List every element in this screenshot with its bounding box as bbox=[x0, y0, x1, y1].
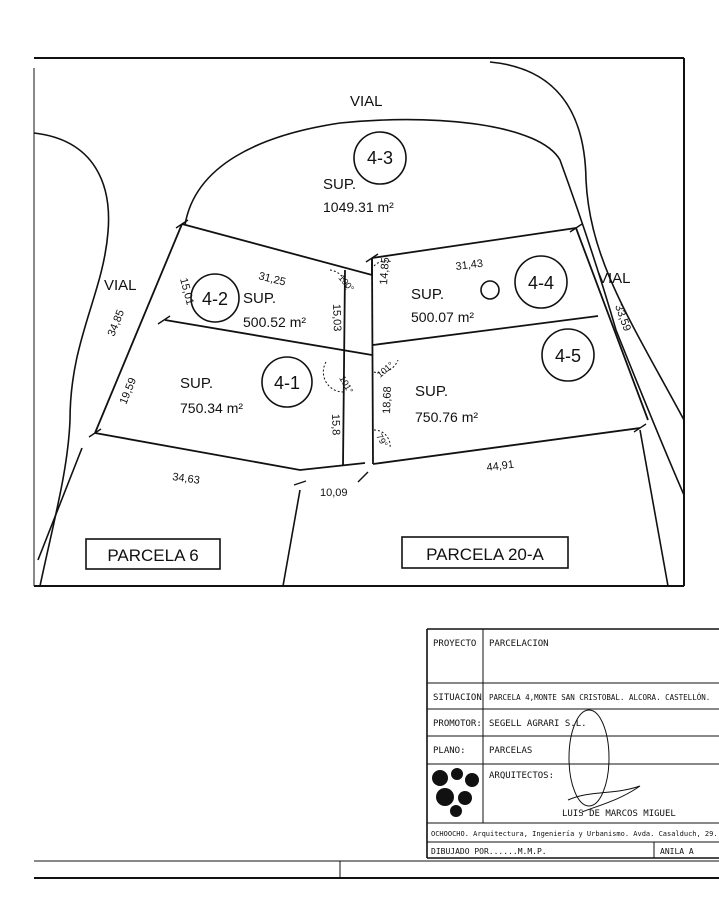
dim-31-43: 31,43 bbox=[455, 258, 484, 273]
parcel-id: 4-3 bbox=[367, 148, 393, 168]
parcel-sup-label: SUP. bbox=[180, 375, 213, 392]
dimension-ticks bbox=[88, 219, 647, 486]
promotor-label: PROMOTOR: bbox=[433, 719, 482, 729]
parcel-id: 4-4 bbox=[528, 273, 554, 293]
proyecto-value: PARCELACION bbox=[489, 639, 549, 649]
dim-15-8: 15,8 bbox=[329, 414, 342, 436]
firm-logo-icon bbox=[432, 768, 479, 817]
dim-18-68: 18,68 bbox=[381, 386, 394, 414]
road-label-top: VIAL bbox=[350, 93, 383, 110]
parcel-4-2: 4-2 SUP. 500.52 m² bbox=[190, 273, 306, 330]
parcel-4-4: 4-4 SUP. 500.07 m² bbox=[411, 255, 568, 325]
parcel-id-circle bbox=[353, 131, 407, 185]
angle-100-top: 100° bbox=[336, 273, 356, 294]
parcel-id: 4-2 bbox=[202, 289, 228, 309]
title-block: PROYECTO PARCELACION SITUACION PARCELA 4… bbox=[426, 628, 719, 859]
parcel-4-5: 4-5 SUP. 750.76 m² bbox=[415, 328, 595, 425]
parcel-area: 750.76 m² bbox=[415, 409, 478, 425]
parcel-area: 500.52 m² bbox=[243, 314, 306, 330]
parcel-area: 750.34 m² bbox=[180, 400, 243, 416]
dim-19-59: 19,59 bbox=[118, 376, 139, 406]
parcel-area: 1049.31 m² bbox=[323, 199, 394, 215]
parcel-id: 4-1 bbox=[274, 373, 300, 393]
dim-10-09: 10,09 bbox=[320, 487, 348, 499]
parcel-id-circle bbox=[541, 328, 595, 382]
architect-name: LUIS DE MARCOS MIGUEL bbox=[562, 809, 676, 819]
architect-signature bbox=[567, 709, 641, 813]
road-label-left: VIAL bbox=[104, 277, 137, 294]
parcel-area: 500.07 m² bbox=[411, 309, 474, 325]
promotor-value: SEGELL AGRARI S.L. bbox=[489, 719, 587, 729]
situacion-label: SITUACION bbox=[433, 693, 482, 703]
parcel-sup-label: SUP. bbox=[243, 290, 276, 307]
dim-15-03: 15,03 bbox=[330, 304, 343, 332]
dim-44-91: 44,91 bbox=[486, 459, 515, 474]
parcela-20a-text: PARCELA 20-A bbox=[426, 545, 544, 564]
angle-101-left: 101° bbox=[337, 374, 355, 395]
parcel-sup-label: SUP. bbox=[323, 176, 356, 193]
parcel-id: 4-5 bbox=[555, 346, 581, 366]
plano-value: PARCELAS bbox=[489, 746, 532, 756]
proyecto-label: PROYECTO bbox=[433, 639, 476, 649]
sheet-frame bbox=[33, 57, 685, 587]
parcela-6-label: PARCELA 6 bbox=[85, 538, 221, 570]
angle-101-right: 101° bbox=[375, 360, 396, 380]
dim-34-63: 34,63 bbox=[172, 471, 201, 487]
arquitectos-label: ARQUITECTOS: bbox=[489, 771, 554, 781]
parcela-6-text: PARCELA 6 bbox=[107, 546, 198, 565]
parcela-20a-label: PARCELA 20-A bbox=[401, 536, 569, 569]
parcel-id-circle bbox=[261, 356, 313, 408]
parcel-4-1: 4-1 SUP. 750.34 m² bbox=[180, 356, 313, 416]
road-boundaries bbox=[33, 61, 685, 587]
bottom-rules bbox=[34, 860, 719, 879]
parcel-sup-label: SUP. bbox=[411, 286, 444, 303]
parcel-sup-label: SUP. bbox=[415, 383, 448, 400]
dim-31-25: 31,25 bbox=[257, 270, 287, 288]
angle-arcs bbox=[322, 260, 399, 449]
hoja-label: ANILA A bbox=[660, 847, 694, 856]
dibujado-label: DIBUJADO POR......M.M.P. bbox=[431, 847, 547, 856]
parcel-4-3: 4-3 SUP. 1049.31 m² bbox=[323, 131, 407, 215]
firm-address: OCHOOCHO. Arquitectura, Ingeniería y Urb… bbox=[431, 830, 719, 838]
road-label-right: VIAL bbox=[598, 270, 631, 287]
parcel-boundaries bbox=[94, 223, 649, 471]
dim-15-01: 15,01 bbox=[177, 277, 196, 307]
parcel-id-circle bbox=[514, 255, 568, 309]
angle-79: 79° bbox=[374, 432, 390, 449]
dim-34-85: 34,85 bbox=[106, 308, 127, 338]
situacion-value: PARCELA 4,MONTE SAN CRISTOBAL. ALCORA. C… bbox=[489, 693, 710, 702]
plano-label: PLANO: bbox=[433, 746, 466, 756]
well-symbol-icon bbox=[480, 280, 500, 300]
dim-14-85: 14,85 bbox=[378, 257, 392, 285]
parcel-id-circle bbox=[190, 273, 240, 323]
